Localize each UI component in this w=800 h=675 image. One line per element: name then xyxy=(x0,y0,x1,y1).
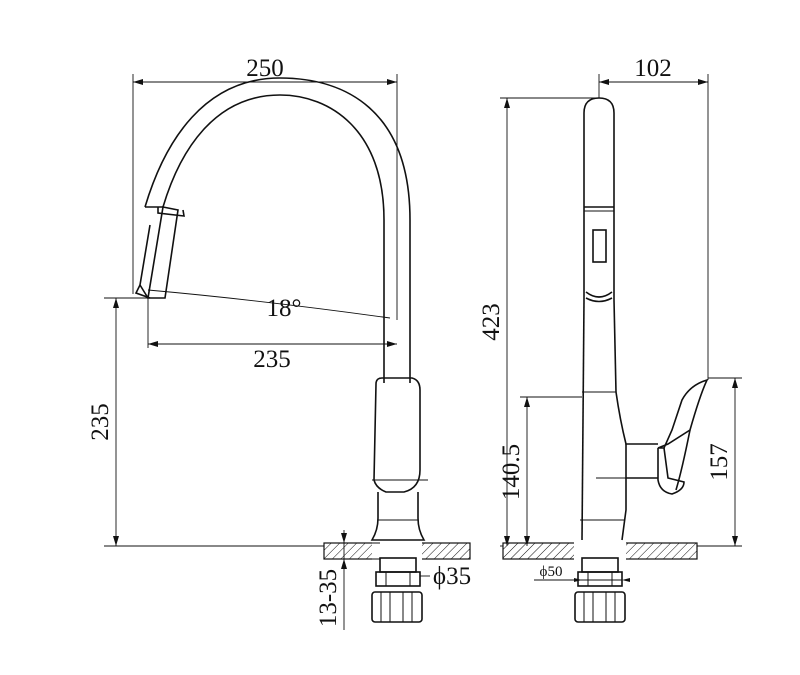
front-nut xyxy=(371,591,423,623)
side-spray-button xyxy=(592,229,607,263)
front-spout xyxy=(162,94,385,383)
side-spout xyxy=(583,97,615,300)
dim-18-label: 18° xyxy=(267,295,302,322)
dim-157-label: 157 xyxy=(706,443,733,481)
dim-235-vertical-label: 235 xyxy=(87,403,114,441)
dim-102-label: 102 xyxy=(634,55,672,82)
dim-13-35-label: 13-35 xyxy=(315,569,342,627)
dim-423-label: 423 xyxy=(478,303,505,341)
side-nut xyxy=(574,591,626,623)
front-spray-head xyxy=(147,206,179,299)
dim-250-label: 250 xyxy=(246,55,284,82)
dim-phi50-label: ϕ50 xyxy=(540,564,563,580)
front-view: 250 18° 235 235 13-35 ϕ35 xyxy=(87,55,471,630)
dim-phi35-label: ϕ35 xyxy=(433,563,471,590)
dim-235-horizontal-label: 235 xyxy=(253,346,291,373)
front-body xyxy=(373,377,421,493)
side-handle xyxy=(657,378,709,449)
side-view: 102 423 140.5 157 ϕ50 xyxy=(478,55,742,623)
dim-140-5-label: 140.5 xyxy=(498,444,525,500)
